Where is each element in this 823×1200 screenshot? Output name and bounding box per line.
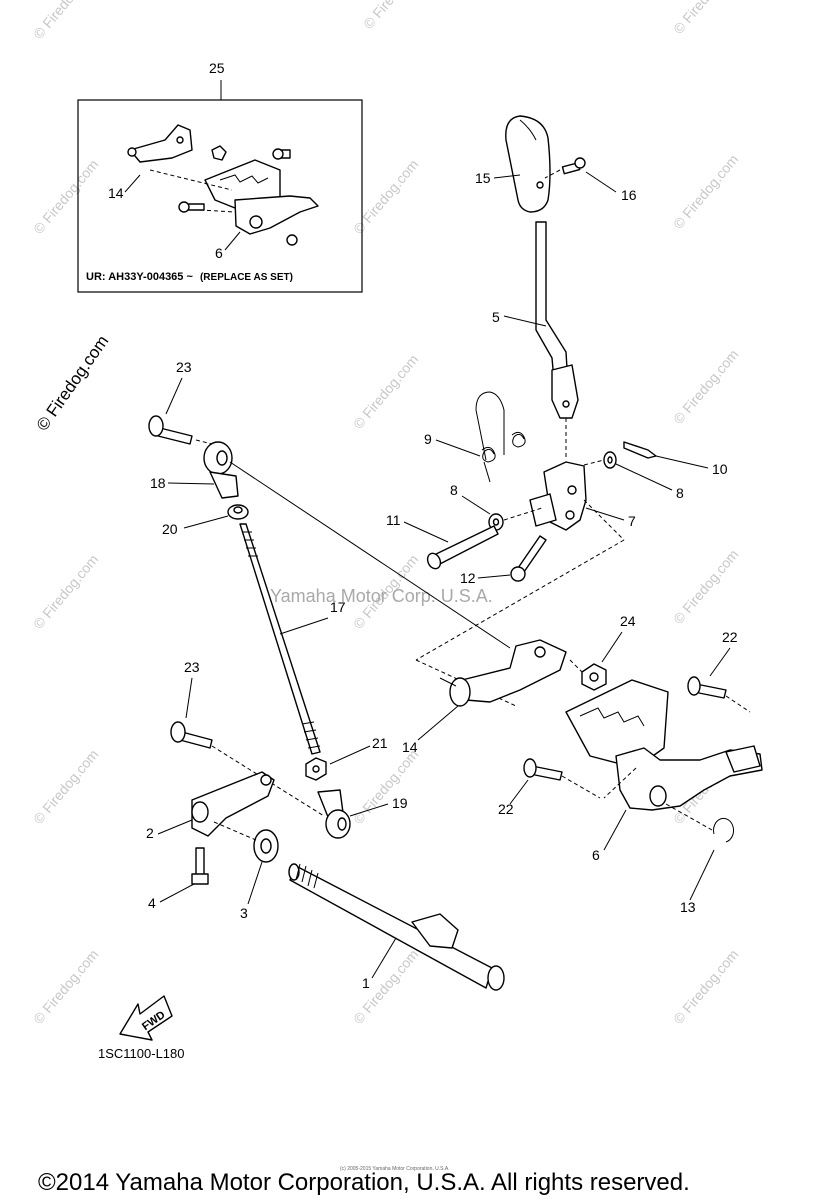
center-watermark: Yamaha Motor Corp. U.S.A. bbox=[270, 586, 493, 606]
watermark: © Firedog.com bbox=[350, 946, 421, 1027]
shift-lever-5 bbox=[535, 221, 579, 419]
callout-2: 2 bbox=[146, 825, 154, 841]
inset-box: 25 14 6 bbox=[77, 60, 363, 293]
cotter-pin-10 bbox=[623, 441, 657, 459]
callout-23-bottom: 23 bbox=[184, 659, 200, 675]
bolt-12 bbox=[510, 535, 547, 582]
callout-5: 5 bbox=[492, 309, 500, 325]
callout-15: 15 bbox=[475, 170, 491, 186]
inset-nut bbox=[211, 145, 227, 161]
callout-4: 4 bbox=[148, 895, 156, 911]
inset-note: UR: AH33Y-004365 ~ (REPLACE AS SET) bbox=[86, 271, 293, 283]
watermark: © Firedog.com bbox=[30, 746, 101, 827]
callout-24: 24 bbox=[620, 613, 636, 629]
watermark: © Firedog.com bbox=[30, 0, 101, 42]
callout-13: 13 bbox=[680, 899, 696, 915]
guide-plate bbox=[565, 679, 669, 769]
watermark: © Firedog.com bbox=[670, 0, 741, 37]
callout-8-left: 8 bbox=[450, 482, 458, 498]
watermark: © Firedog.com bbox=[350, 351, 421, 432]
watermark: © Firedog.com bbox=[360, 0, 431, 32]
callout-1: 1 bbox=[362, 975, 370, 991]
callout-7: 7 bbox=[628, 513, 636, 529]
callout-22-left: 22 bbox=[498, 801, 514, 817]
callout-14: 14 bbox=[402, 739, 418, 755]
callout-18: 18 bbox=[150, 475, 166, 491]
watermark: © Firedog.com bbox=[670, 946, 741, 1027]
inset-callout-14: 14 bbox=[108, 185, 124, 201]
rod-end-19 bbox=[317, 789, 351, 839]
watermark: © Firedog.com bbox=[350, 746, 421, 827]
rod-17 bbox=[239, 523, 321, 755]
spring-9 bbox=[475, 391, 526, 483]
callout-3: 3 bbox=[240, 905, 248, 921]
rod-end-18 bbox=[203, 441, 239, 499]
inset-note-suffix: (REPLACE AS SET) bbox=[200, 272, 293, 283]
inset-note-text: UR: AH33Y-004365 ~ bbox=[86, 271, 193, 283]
callout-25: 25 bbox=[209, 60, 225, 76]
inset-bolt-2 bbox=[178, 201, 205, 213]
washer-8-right bbox=[603, 451, 617, 469]
bracket-6 bbox=[615, 745, 763, 811]
watermark: © Firedog.com bbox=[670, 546, 741, 627]
callout-10: 10 bbox=[712, 461, 728, 477]
shaft-1 bbox=[288, 863, 505, 991]
copyright: ©2014 Yamaha Motor Corporation, U.S.A. A… bbox=[38, 1169, 690, 1196]
fwd-arrow: FWD bbox=[119, 995, 173, 1041]
knob-15 bbox=[505, 115, 551, 213]
watermark: © Firedog.com bbox=[670, 346, 741, 427]
inset-callout-6: 6 bbox=[215, 245, 223, 261]
callout-6: 6 bbox=[592, 847, 600, 863]
pin-11 bbox=[426, 525, 499, 570]
watermark: © Firedog.com bbox=[30, 551, 101, 632]
callout-16: 16 bbox=[621, 187, 637, 203]
circlip-13 bbox=[713, 817, 734, 843]
bolt-22-left bbox=[523, 758, 563, 781]
inset-bolt bbox=[272, 148, 291, 160]
callout-22-right: 22 bbox=[722, 629, 738, 645]
callout-19: 19 bbox=[392, 795, 408, 811]
callout-20: 20 bbox=[162, 521, 178, 537]
watermark: © Firedog.com bbox=[350, 156, 421, 237]
diagram-code: 1SC1100-L180 bbox=[98, 1046, 185, 1061]
callout-23-top: 23 bbox=[176, 359, 192, 375]
screw-16 bbox=[561, 157, 586, 175]
bracket-7 bbox=[529, 461, 587, 531]
callout-9: 9 bbox=[424, 431, 432, 447]
bolt-23-top bbox=[148, 415, 193, 445]
nut-24 bbox=[581, 663, 607, 691]
small-print: (c) 2005-2015 Yamaha Motor Corporation, … bbox=[340, 1166, 450, 1172]
watermark: © Firedog.com bbox=[30, 156, 101, 237]
nut-21 bbox=[305, 757, 327, 781]
inset-lever-14 bbox=[127, 124, 193, 163]
nut-20 bbox=[227, 504, 249, 520]
watermark: © Firedog.com bbox=[670, 151, 741, 232]
bolt-22-right bbox=[687, 676, 727, 699]
lever-2 bbox=[191, 771, 275, 837]
callout-12: 12 bbox=[460, 570, 476, 586]
washer-3 bbox=[253, 829, 279, 863]
watermark-large: © Firedog.com bbox=[33, 332, 113, 434]
callout-21: 21 bbox=[372, 735, 388, 751]
callout-17: 17 bbox=[330, 599, 346, 615]
callout-8-right: 8 bbox=[676, 485, 684, 501]
bolt-23-bottom bbox=[170, 721, 213, 749]
inset-bracket-6 bbox=[234, 195, 319, 246]
callout-11: 11 bbox=[386, 512, 401, 528]
bolt-4 bbox=[191, 847, 209, 885]
watermark: © Firedog.com bbox=[30, 946, 101, 1027]
lever-14 bbox=[439, 639, 567, 707]
